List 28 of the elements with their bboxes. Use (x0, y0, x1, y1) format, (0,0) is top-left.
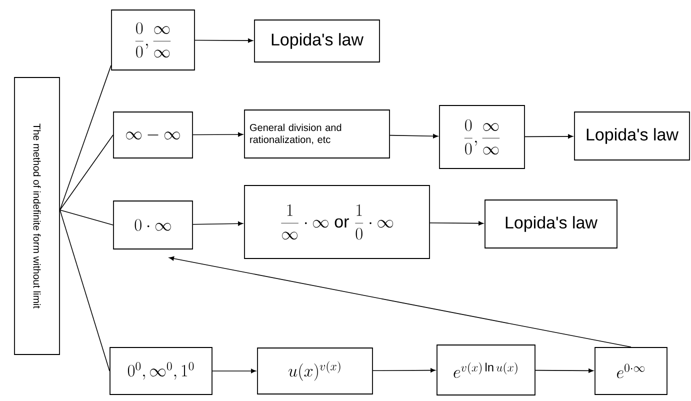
formula-box: $\frac{1}{\infty}\cdot\infty\mbox{ or }\frac{1}{0}\cdot\infty$ (244, 185, 430, 259)
connector-line (60, 210, 110, 372)
topic-box: The method of indefinite form without limit (14, 77, 60, 355)
formula-box: $e^{v(x)\ln u(x)}$ (436, 344, 536, 396)
arrow (169, 256, 632, 348)
formula-box: $\frac{0}{0},\frac{\infty}{\infty}$ (439, 105, 525, 169)
arrow (194, 38, 253, 43)
formula-box: $\infty-\infty$ (113, 112, 193, 158)
arrow (372, 368, 436, 372)
arrow (535, 368, 594, 373)
formula-box: $u(x)^{v(x)}$ (257, 348, 373, 394)
formula-box: $e^{0\cdot\infty}$ (594, 347, 668, 395)
arrow (192, 132, 243, 137)
arrow (430, 221, 484, 226)
formula-box: $\frac{0}{0},\frac{\infty}{\infty}$ (111, 10, 195, 70)
arrow (390, 134, 438, 138)
connector-line (60, 134, 114, 210)
arrow (524, 134, 573, 139)
result-box: Lopida's law (574, 112, 690, 160)
formula-box: $0\cdot\infty$ (113, 200, 193, 250)
connector-line (60, 210, 114, 226)
formula-box: $0^{0},\infty^{0},1^{0}$ (110, 347, 212, 395)
process-box: General division and rationalization, etc (244, 110, 390, 158)
connector-line (60, 65, 112, 210)
arrow (192, 221, 243, 226)
result-box: Lopida's law (254, 20, 380, 62)
arrow (212, 368, 256, 374)
result-box: Lopida's law (484, 200, 618, 248)
